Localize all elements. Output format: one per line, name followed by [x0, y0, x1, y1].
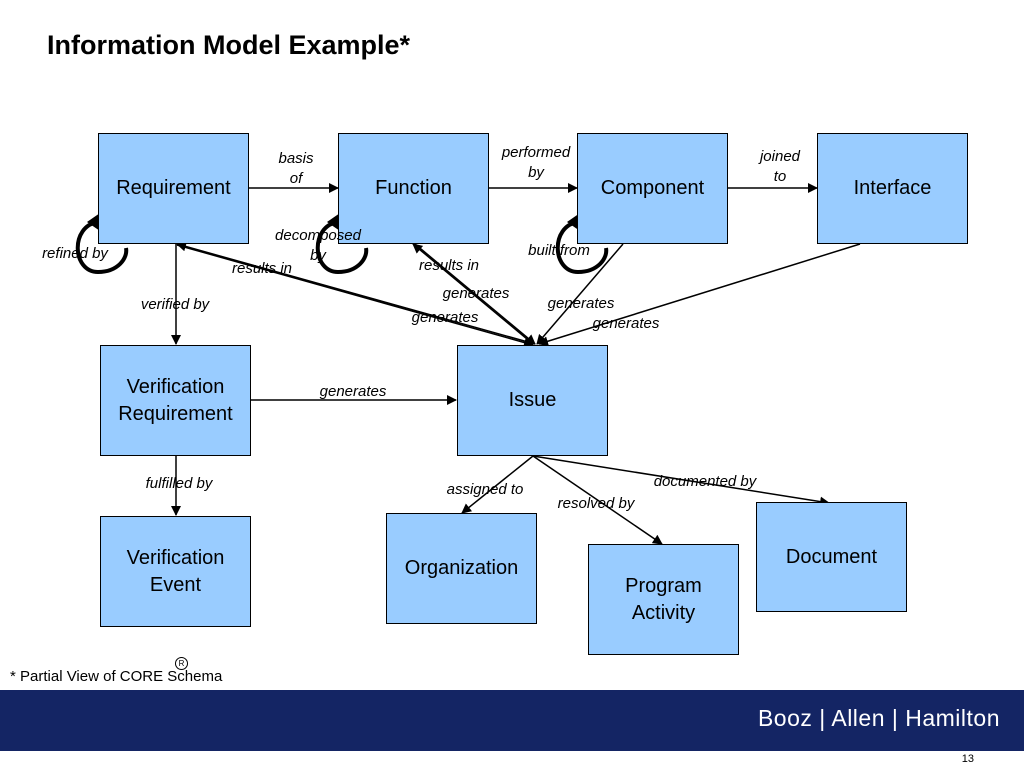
label-results-in-req: results in — [231, 260, 293, 277]
relationship-edges — [75, 183, 861, 545]
footnote: * Partial View of CORE Schema — [10, 668, 223, 685]
edge-generates-comp — [536, 243, 624, 345]
node-interface: Interface — [817, 133, 968, 244]
node-requirement: Requirement — [98, 133, 249, 244]
node-component: Component — [577, 133, 728, 244]
node-function: Function — [338, 133, 489, 244]
label-documented-by: documented by — [653, 473, 757, 490]
edge-generates-func — [414, 243, 536, 345]
label-resolved-by: resolved by — [557, 495, 635, 512]
label-results-in-func: results in — [418, 257, 480, 274]
loop-arrowhead-refined — [87, 213, 100, 231]
company-logo: Booz | Allen | Hamilton — [757, 705, 1000, 731]
slide-title: Information Model Example* — [47, 30, 411, 60]
node-verification-event: Verification Event — [100, 516, 251, 627]
node-organization: Organization — [386, 513, 537, 624]
node-document: Document — [756, 502, 907, 612]
self-loop-built-from — [555, 220, 609, 275]
node-verification-requirement: Verification Requirement — [100, 345, 251, 456]
label-performed-by: performed by — [501, 144, 571, 181]
edge-assigned-to — [461, 455, 534, 514]
label-fulfilled-by: fulfilled by — [145, 475, 213, 492]
self-loop-decomposed-by — [315, 220, 369, 275]
loop-arrowhead-decomposed — [327, 213, 340, 231]
edge-results-in-func — [412, 243, 534, 345]
registered-mark: R — [175, 657, 188, 670]
node-program-activity: Program Activity — [588, 544, 739, 655]
edge-generates-req — [176, 244, 534, 348]
label-basis-of: basis of — [278, 150, 314, 187]
node-issue: Issue — [457, 345, 608, 456]
page-number: 13 — [961, 753, 974, 765]
label-assigned-to: assigned to — [446, 481, 524, 498]
label-generates-func: generates — [442, 285, 510, 302]
self-loop-refined-by — [75, 220, 129, 275]
edge-generates-iface — [538, 243, 861, 347]
edge-resolved-by — [532, 455, 663, 545]
label-generates-req: generates — [411, 309, 479, 326]
label-generates-iface: generates — [592, 315, 660, 332]
label-verified-by: verified by — [140, 296, 210, 313]
edge-documented-by — [532, 455, 830, 507]
label-generates-comp: generates — [547, 295, 615, 312]
footer-bar: Booz | Allen | Hamilton — [0, 690, 1024, 751]
label-refined-by: refined by — [42, 245, 108, 262]
label-decomposed-by: decomposed by — [275, 227, 361, 264]
edge-results-in-req — [176, 241, 536, 345]
loop-arrowhead-built — [567, 213, 580, 231]
label-joined-to: joined to — [759, 148, 801, 185]
label-built-from: built from — [528, 242, 590, 259]
label-generates-vr: generates — [319, 383, 387, 400]
